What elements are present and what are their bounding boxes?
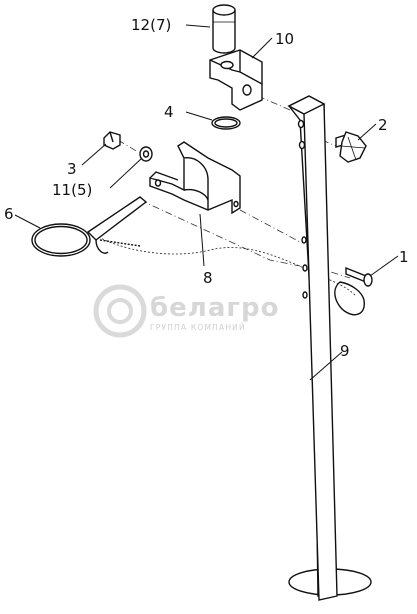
part-11-washer (139, 146, 153, 162)
leader-2 (357, 123, 377, 141)
callout-12: 12(7) (131, 16, 171, 34)
watermark-logo (93, 284, 147, 338)
part-4-snap-ring (211, 116, 241, 130)
watermark: белагро ГРУППА КОМПАНИЙ (93, 284, 279, 338)
callout-11: 11(5) (52, 181, 92, 199)
leader-10 (251, 37, 273, 59)
callout-9: 9 (340, 342, 350, 360)
part-1-screw (334, 266, 373, 316)
callout-4: 4 (164, 103, 174, 121)
callout-10: 10 (275, 30, 294, 48)
callout-2: 2 (378, 116, 388, 134)
part-2-bolt (335, 131, 367, 163)
chain-lanyard (94, 234, 357, 297)
watermark-brand: белагро (150, 293, 279, 323)
callout-8: 8 (203, 269, 213, 287)
leader-11 (109, 157, 143, 189)
axis-line-clamp (239, 209, 303, 244)
axis-line-pin (139, 199, 301, 267)
part-12-pin (212, 4, 236, 54)
callout-labels: 12(7) 10 4 2 3 11(5) 6 8 1 9 (4, 16, 409, 360)
leader-8 (199, 213, 205, 267)
axis-line-washer (117, 139, 139, 153)
part-8-clamp (149, 141, 241, 215)
part-3-nut (103, 131, 121, 150)
leader-lines (14, 24, 399, 381)
watermark-tagline: ГРУППА КОМПАНИЙ (150, 323, 246, 332)
leader-3 (81, 143, 107, 166)
callout-1: 1 (399, 248, 409, 266)
leader-9 (309, 351, 343, 381)
watermark-logo-inner (107, 298, 133, 324)
leader-1 (369, 255, 399, 277)
leader-6 (14, 214, 41, 229)
axis-line-bracket (257, 95, 291, 111)
leader-12 (185, 24, 211, 28)
part-9-stand-leg (287, 95, 372, 601)
callout-3: 3 (67, 160, 77, 178)
callout-6: 6 (4, 205, 14, 223)
part-6-ring-pin (31, 196, 148, 257)
part-10-bracket (209, 49, 263, 111)
leader-4 (185, 111, 213, 121)
